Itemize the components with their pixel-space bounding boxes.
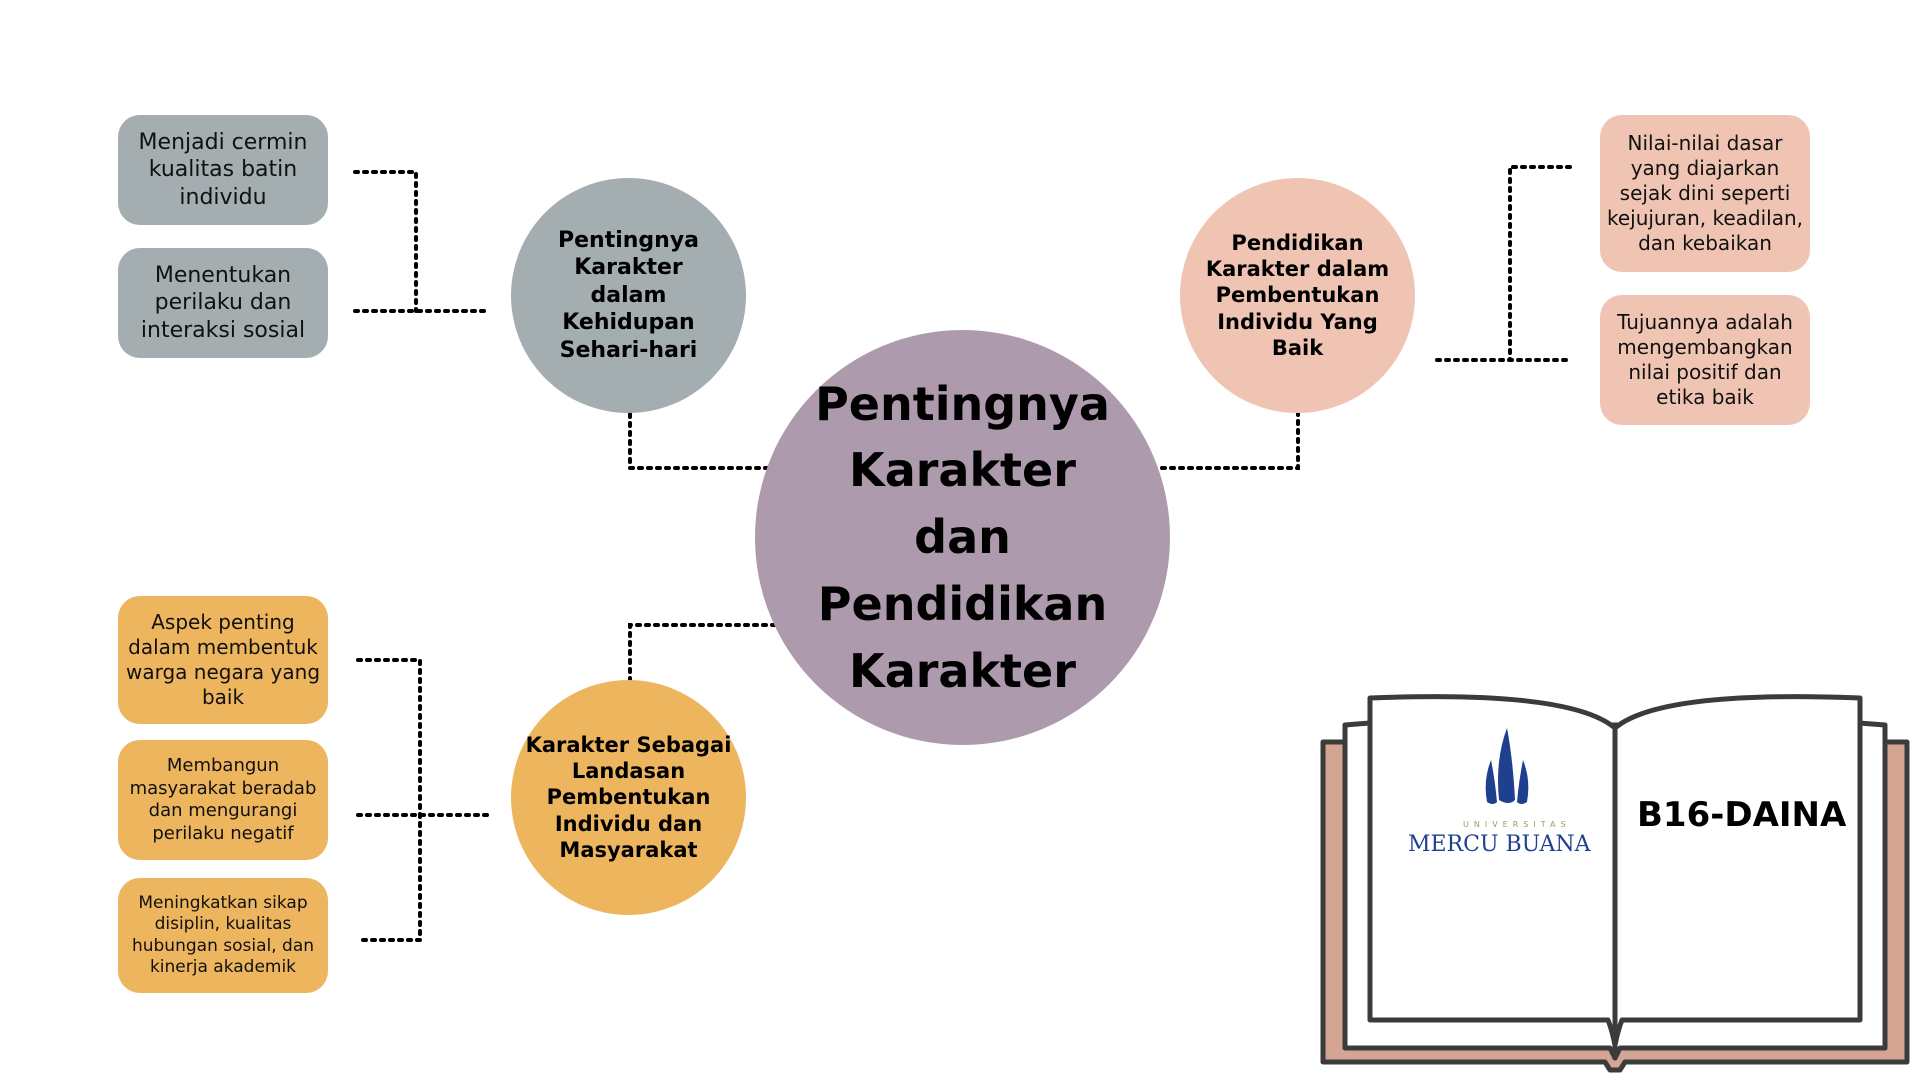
logo-university-label: UNIVERSITAS [1463,820,1571,829]
foundation-item-text: Meningkatkan sikap disiplin, kualitas hu… [132,893,314,978]
character-education-item: Tujuannya adalah mengembangkan nilai pos… [1600,295,1810,425]
connector-education-items [1437,167,1570,360]
daily-life-item: Menentukan perilaku dan interaksi sosial [118,248,328,358]
center-topic-title: Pentingnya Karakter dan Pendidikan Karak… [815,371,1110,704]
foundation-item-text: Aspek penting dalam membentuk warga nega… [126,610,320,710]
character-education-item: Nilai-nilai dasar yang diajarkan sejak d… [1600,115,1810,272]
branch-foundation-title: Karakter Sebagai Landasan Pembentukan In… [526,732,732,863]
logo-university-name: MERCU BUANA [1408,832,1591,857]
character-education-item-text: Nilai-nilai dasar yang diajarkan sejak d… [1607,131,1803,256]
branch-character-education-node: Pendidikan Karakter dalam Pembentukan In… [1180,178,1415,413]
foundation-item: Meningkatkan sikap disiplin, kualitas hu… [118,878,328,993]
connector-foundation-items [358,660,493,940]
book-page-left [1370,697,1615,1045]
center-topic-node: Pentingnya Karakter dan Pendidikan Karak… [755,330,1170,745]
daily-life-item-text: Menjadi cermin kualitas batin individu [139,129,308,212]
daily-life-item: Menjadi cermin kualitas batin individu [118,115,328,225]
branch-foundation-node: Karakter Sebagai Landasan Pembentukan In… [511,680,746,915]
book-code-label: B16-DAINA [1637,795,1846,835]
foundation-item: Aspek penting dalam membentuk warga nega… [118,596,328,724]
branch-daily-life-node: Pentingnya Karakter dalam Kehidupan Seha… [511,178,746,413]
foundation-item-text: Membangun masyarakat beradab dan mengura… [130,755,317,845]
connector-daily-items [355,172,490,311]
daily-life-item-text: Menentukan perilaku dan interaksi sosial [141,262,305,345]
branch-daily-life-title: Pentingnya Karakter dalam Kehidupan Seha… [558,227,699,365]
foundation-item: Membangun masyarakat beradab dan mengura… [118,740,328,860]
character-education-item-text: Tujuannya adalah mengembangkan nilai pos… [1617,310,1793,410]
open-book-illustration [1320,690,1910,1075]
book-page-right [1615,697,1860,1045]
branch-character-education-title: Pendidikan Karakter dalam Pembentukan In… [1206,230,1389,361]
